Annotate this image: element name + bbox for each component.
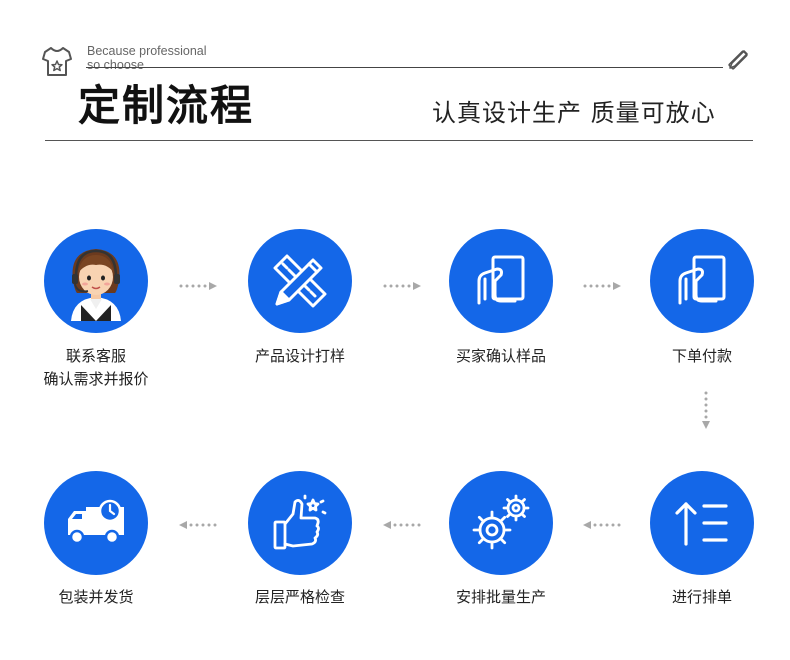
arrow-right-icon [179, 282, 217, 290]
step-6-label: 安排批量生产 [411, 586, 591, 609]
step-1-label-line1: 联系客服 [65, 347, 126, 365]
header-subtitle: Because professional so choose [87, 44, 207, 72]
tshirt-icon [42, 47, 72, 76]
step-3-circle [449, 229, 553, 333]
step-8-label: 包装并发货 [6, 586, 186, 609]
step-2-circle [248, 229, 352, 333]
step-1-circle [44, 229, 148, 333]
header-subtitle-line2: so choose [87, 58, 144, 72]
step-1-label-line2: 确认需求并报价 [43, 370, 149, 388]
arrow-right-icon [383, 282, 421, 290]
step-6-label-line1: 安排批量生产 [455, 588, 546, 606]
header-subtitle-line1: Because professional [87, 44, 207, 58]
step-5-label-line1: 进行排单 [671, 588, 732, 606]
step-1-label: 联系客服 确认需求并报价 [6, 345, 186, 391]
pencil-ruler-icon [728, 50, 748, 70]
hand-card-icon [477, 255, 525, 305]
step-7-label: 层层严格检查 [210, 586, 390, 609]
header-divider-bottom [45, 140, 753, 141]
step-6-circle [449, 471, 553, 575]
page-title: 定制流程 [78, 81, 255, 130]
step-3-label: 买家确认样品 [411, 345, 591, 368]
header-divider-top [86, 67, 723, 68]
page-slogan: 认真设计生产 质量可放心 [432, 99, 716, 127]
step-4-circle [650, 229, 754, 333]
step-4-label-line1: 下单付款 [671, 347, 732, 365]
design-pencil-ruler-icon [273, 254, 327, 308]
step-5-label: 进行排单 [612, 586, 790, 609]
step-2-label: 产品设计打样 [210, 345, 390, 368]
customer-service-icon [71, 249, 121, 321]
thumbs-up-icon [273, 494, 327, 550]
step-7-circle [248, 471, 352, 575]
step-5-circle [650, 471, 754, 575]
arrow-left-icon [383, 521, 421, 529]
sort-list-icon [675, 502, 728, 546]
step-4-label: 下单付款 [612, 345, 790, 368]
delivery-truck-icon [68, 499, 124, 545]
step-7-label-line1: 层层严格检查 [254, 588, 345, 606]
step-8-circle [44, 471, 148, 575]
arrow-left-icon [583, 521, 621, 529]
hand-card-icon [678, 255, 726, 305]
arrow-left-icon [179, 521, 217, 529]
step-2-label-line1: 产品设计打样 [254, 347, 345, 365]
step-3-label-line1: 买家确认样品 [455, 347, 546, 365]
arrow-down-icon [702, 391, 710, 429]
gears-icon [472, 494, 530, 550]
arrow-right-icon [583, 282, 621, 290]
step-8-label-line1: 包装并发货 [58, 588, 134, 606]
